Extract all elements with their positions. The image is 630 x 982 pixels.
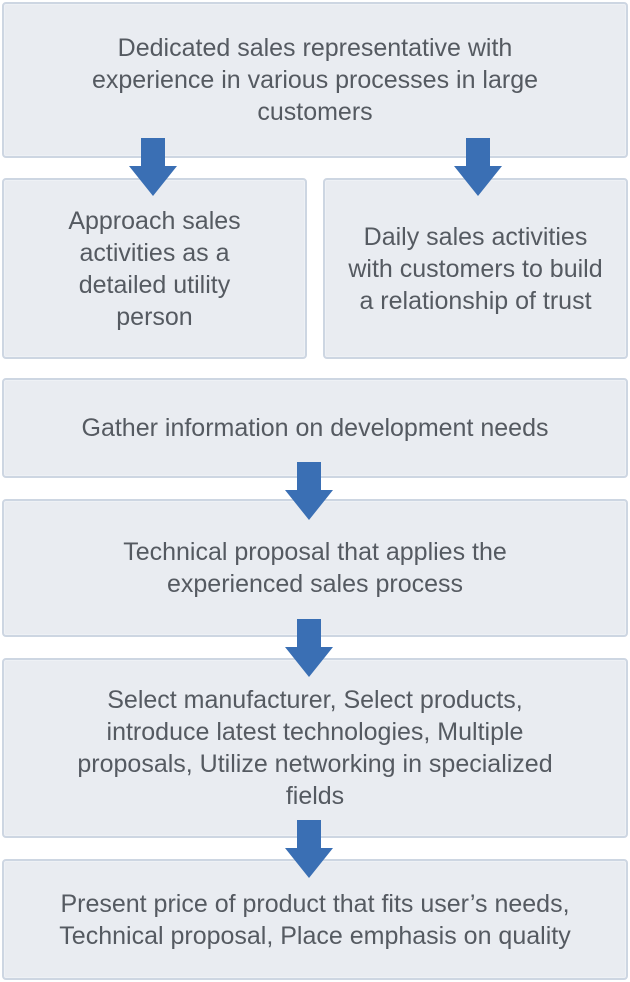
- arrow-down-icon: [285, 462, 333, 520]
- arrow-down-icon: [129, 138, 177, 196]
- box-approach-sales-activities: Approach sales activities as a detailed …: [2, 178, 307, 359]
- arrow-down-icon: [285, 820, 333, 878]
- box-present-price-text: Present price of product that fits user’…: [59, 889, 571, 950]
- box-daily-sales-activities-text: Daily sales activities with customers to…: [348, 222, 603, 315]
- arrow-down-icon: [285, 619, 333, 677]
- box-technical-proposal-text: Technical proposal that applies the expe…: [123, 538, 507, 598]
- box-approach-sales-activities-text: Approach sales activities as a detailed …: [68, 206, 241, 331]
- box-gather-information: Gather information on development needs: [2, 378, 628, 478]
- box-gather-information-text: Gather information on development needs: [81, 414, 549, 442]
- box-dedicated-sales-rep: Dedicated sales representative with expe…: [2, 2, 628, 158]
- arrow-down-icon: [454, 138, 502, 196]
- box-dedicated-sales-rep-text: Dedicated sales representative with expe…: [91, 34, 539, 126]
- box-daily-sales-activities: Daily sales activities with customers to…: [323, 178, 628, 359]
- box-select-manufacturer-text: Select manufacturer, Select products, in…: [77, 686, 553, 810]
- box-select-manufacturer: Select manufacturer, Select products, in…: [2, 658, 628, 838]
- box-present-price: Present price of product that fits user’…: [2, 859, 628, 980]
